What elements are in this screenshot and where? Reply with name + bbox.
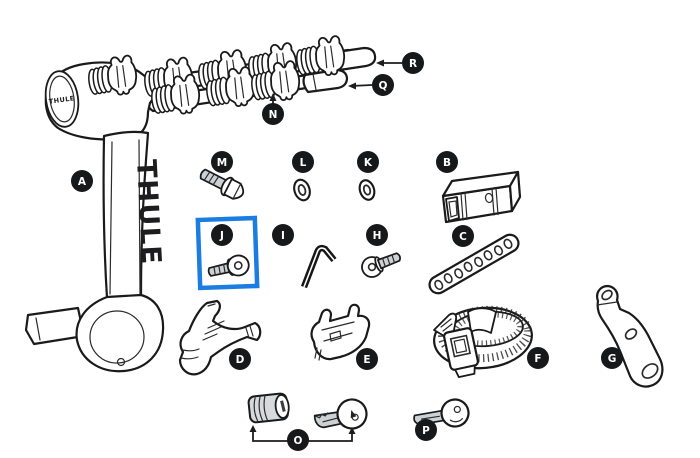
label-n[interactable]: N bbox=[262, 103, 284, 125]
label-p[interactable]: P bbox=[415, 419, 437, 441]
part-d-anti-sway-cage[interactable] bbox=[178, 299, 262, 376]
label-r[interactable]: R bbox=[402, 52, 424, 74]
label-q-text: Q bbox=[379, 80, 388, 92]
part-l-washer[interactable] bbox=[292, 178, 313, 203]
label-h-text: H bbox=[373, 230, 382, 242]
part-e-cradle-base[interactable] bbox=[310, 303, 371, 361]
part-a-carrier-arm[interactable]: THULE THULE bbox=[24, 61, 167, 373]
leader-line-r bbox=[376, 59, 402, 67]
label-m-text: M bbox=[217, 157, 227, 169]
label-e[interactable]: E bbox=[356, 348, 378, 370]
leader-line-n bbox=[269, 93, 277, 104]
part-j-button-screw[interactable] bbox=[207, 253, 251, 282]
leader-line-q bbox=[348, 82, 373, 90]
label-m[interactable]: M bbox=[211, 151, 233, 173]
label-q[interactable]: Q bbox=[372, 74, 394, 96]
label-r-text: R bbox=[409, 58, 417, 70]
label-n-text: N bbox=[269, 109, 278, 121]
label-g-text: G bbox=[608, 353, 617, 365]
label-b-text: B bbox=[443, 157, 451, 169]
label-p-text: P bbox=[422, 425, 430, 437]
label-b[interactable]: B bbox=[436, 151, 458, 173]
label-o[interactable]: O bbox=[287, 429, 309, 451]
brand-logo-post: THULE bbox=[130, 159, 167, 267]
label-i[interactable]: I bbox=[272, 224, 294, 246]
part-g-stabilizer-bracket[interactable] bbox=[596, 284, 664, 388]
label-a-text: A bbox=[78, 176, 87, 188]
label-d-text: D bbox=[236, 354, 245, 366]
part-i-hex-wrench[interactable] bbox=[300, 244, 337, 289]
part-b-hitch-adapter[interactable] bbox=[441, 170, 522, 224]
part-h-socket-screw[interactable] bbox=[359, 247, 403, 280]
brand-logo-cap: THULE bbox=[48, 94, 75, 106]
part-c-cradle-strap[interactable] bbox=[426, 232, 521, 297]
label-d[interactable]: D bbox=[229, 348, 251, 370]
label-i-text: I bbox=[281, 230, 285, 242]
label-k[interactable]: K bbox=[357, 151, 379, 173]
label-l-text: L bbox=[300, 157, 307, 169]
part-m-hex-bolt[interactable] bbox=[197, 165, 247, 203]
part-o-lock-cylinder-and-key[interactable] bbox=[247, 392, 370, 442]
label-f-text: F bbox=[534, 353, 541, 365]
label-g[interactable]: G bbox=[601, 347, 623, 369]
label-e-text: E bbox=[363, 354, 370, 366]
label-a[interactable]: A bbox=[71, 170, 93, 192]
label-c[interactable]: C bbox=[452, 225, 474, 247]
part-p-key[interactable] bbox=[412, 397, 471, 435]
selected-part-highlight bbox=[195, 215, 260, 291]
label-h[interactable]: H bbox=[366, 224, 388, 246]
part-k-washer[interactable] bbox=[357, 178, 376, 201]
label-k-text: K bbox=[364, 157, 373, 169]
part-f-strap-with-buckle[interactable] bbox=[432, 304, 535, 378]
label-j[interactable]: J bbox=[211, 224, 233, 246]
label-l[interactable]: L bbox=[292, 151, 314, 173]
label-f[interactable]: F bbox=[527, 347, 549, 369]
label-j-text: J bbox=[219, 230, 224, 242]
label-c-text: C bbox=[459, 231, 467, 243]
label-o-text: O bbox=[294, 435, 303, 447]
